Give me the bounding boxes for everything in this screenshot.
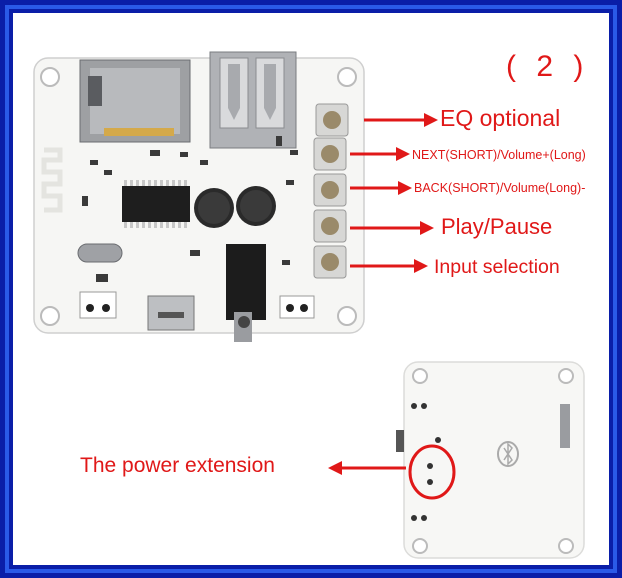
mounting-hole — [412, 538, 428, 554]
mounting-hole — [40, 306, 60, 326]
arrow-back — [350, 181, 412, 195]
arrow-input — [350, 259, 428, 273]
capacitor-left — [194, 188, 234, 228]
back-volume-down-label: BACK(SHORT)/Volume(Long)- — [414, 181, 586, 195]
usb-port — [209, 51, 297, 149]
bluetooth-logo-icon — [497, 441, 519, 467]
button-play — [313, 209, 347, 243]
arrow-play — [350, 221, 434, 235]
button-eq — [315, 103, 349, 137]
pcb-board-back — [396, 361, 585, 559]
mounting-hole — [558, 538, 574, 554]
power-extension-highlight — [408, 444, 456, 500]
button-next — [313, 137, 347, 171]
mounting-hole — [558, 368, 574, 384]
input-selection-label: Input selection — [434, 256, 560, 278]
sd-card-slot — [79, 59, 191, 143]
audio-jack — [226, 244, 266, 342]
antenna-trace — [41, 147, 63, 213]
power-terminal-left — [79, 291, 117, 319]
mounting-hole — [337, 306, 357, 326]
power-extension-label: The power extension — [80, 454, 275, 477]
step-number-label: ( 2 ) — [506, 50, 590, 83]
eq-optional-label: EQ optional — [440, 105, 561, 131]
play-pause-label: Play/Pause — [441, 214, 553, 239]
next-volume-up-label: NEXT(SHORT)/Volume+(Long) — [412, 148, 586, 162]
speaker-terminal-right — [279, 295, 315, 319]
pcb-board-front — [33, 51, 365, 342]
button-back — [313, 173, 347, 207]
arrow-power — [328, 461, 406, 475]
mounting-hole — [40, 67, 60, 87]
main-ic-chip — [122, 180, 190, 228]
capacitor-right — [236, 186, 276, 226]
button-mode — [313, 245, 347, 279]
arrow-eq — [364, 113, 438, 127]
arrow-next — [350, 147, 410, 161]
mounting-hole — [412, 368, 428, 384]
crystal-oscillator — [77, 243, 123, 263]
mounting-hole — [337, 67, 357, 87]
